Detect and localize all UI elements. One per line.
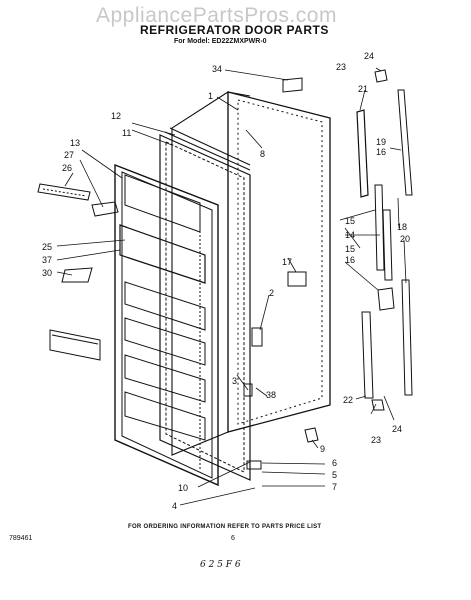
callout-34: 34 — [212, 64, 222, 74]
callout-24a: 24 — [364, 51, 374, 61]
handwritten-note: 6 2 5 F 6 — [200, 560, 241, 570]
outer-door-panel — [171, 90, 331, 456]
callout-2: 2 — [269, 288, 274, 298]
callout-12: 12 — [111, 111, 121, 121]
callout-30: 30 — [42, 268, 52, 278]
callout-5: 5 — [332, 470, 337, 480]
callout-37: 37 — [42, 255, 52, 265]
model-number: For Model: ED22ZMXPWR-0 — [174, 38, 267, 45]
callout-20: 20 — [400, 234, 410, 244]
callout-15b: 15 — [345, 244, 355, 254]
callout-25: 25 — [42, 242, 52, 252]
callout-3: 3 — [232, 376, 237, 386]
callout-16a: 16 — [376, 147, 386, 157]
callout-8: 8 — [260, 149, 265, 159]
callout-23a: 23 — [336, 62, 346, 72]
callout-13: 13 — [70, 138, 80, 148]
callout-9: 9 — [320, 444, 325, 454]
callout-24b: 24 — [392, 424, 402, 434]
ordering-note: FOR ORDERING INFORMATION REFER TO PARTS … — [128, 524, 322, 530]
callout-6: 6 — [332, 458, 337, 468]
leader-lines — [56, 67, 407, 506]
callout-18: 18 — [397, 222, 407, 232]
callout-17: 17 — [282, 257, 292, 267]
callout-4: 4 — [172, 501, 177, 511]
callout-27: 27 — [64, 150, 74, 160]
diagram-title: REFRIGERATOR DOOR PARTS — [140, 23, 329, 37]
drawing-code: 789461 — [9, 535, 33, 542]
callout-labels: 1 2 3 4 5 6 7 8 9 10 11 12 13 14 15 15 1… — [42, 51, 410, 511]
small-parts — [37, 77, 319, 470]
callout-11: 11 — [122, 128, 131, 138]
callout-19: 19 — [376, 137, 386, 147]
callout-10: 10 — [178, 483, 188, 493]
handle-parts — [356, 69, 413, 411]
callout-7: 7 — [332, 482, 337, 492]
callout-23b: 23 — [371, 435, 381, 445]
callout-22: 22 — [343, 395, 353, 405]
callout-14: 14 — [345, 230, 355, 240]
callout-16b: 16 — [345, 255, 355, 265]
callout-38: 38 — [266, 390, 276, 400]
inner-liner — [114, 163, 219, 487]
callout-26: 26 — [62, 163, 72, 173]
callout-15a: 15 — [345, 216, 355, 226]
door-gasket — [159, 127, 251, 481]
callout-1: 1 — [208, 91, 213, 101]
watermark: AppliancePartsPros.com — [96, 4, 337, 27]
callout-21: 21 — [358, 84, 368, 94]
page-number: 6 — [231, 535, 235, 542]
